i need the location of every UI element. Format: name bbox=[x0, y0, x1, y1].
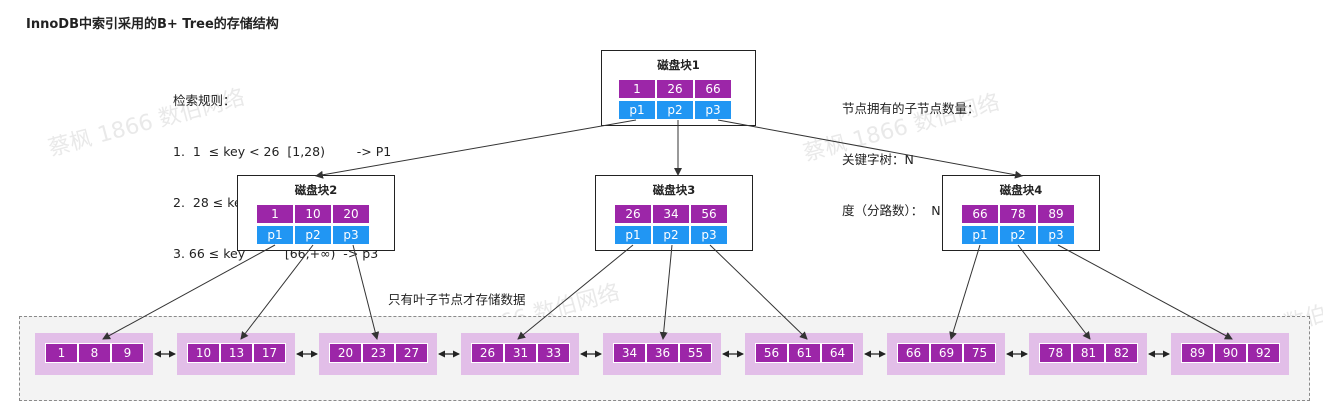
leaf-key-cell: 10 bbox=[187, 343, 220, 363]
leaf-key-cell: 82 bbox=[1105, 343, 1138, 363]
leaf-key-cell: 89 bbox=[1181, 343, 1214, 363]
pointer-cell: p3 bbox=[694, 100, 732, 120]
disk-block-root: 磁盘块1 1 26 66 p1 p2 p3 bbox=[601, 50, 756, 126]
diagram-title: InnoDB中索引采用的B+ Tree的存储结构 bbox=[26, 17, 279, 32]
disk-block-4: 磁盘块4 66 78 89 p1 p2 p3 bbox=[942, 175, 1100, 251]
leaf-key-cell: 61 bbox=[788, 343, 821, 363]
pointer-cell: p1 bbox=[256, 225, 294, 245]
leaf-key-row: 56 61 64 bbox=[755, 343, 854, 363]
pointer-row: p1 p2 p3 bbox=[614, 225, 728, 245]
leaf-key-cell: 23 bbox=[362, 343, 395, 363]
disk-block-label: 磁盘块3 bbox=[652, 183, 696, 197]
leaf-key-cell: 9 bbox=[111, 343, 144, 363]
leaf-key-cell: 92 bbox=[1247, 343, 1280, 363]
leaf-key-cell: 31 bbox=[504, 343, 537, 363]
key-row: 1 10 20 bbox=[256, 204, 370, 224]
disk-block-3: 磁盘块3 26 34 56 p1 p2 p3 bbox=[595, 175, 753, 251]
leaf-key-cell: 1 bbox=[45, 343, 78, 363]
leaf-block: 34 36 55 bbox=[603, 333, 721, 375]
leaf-key-cell: 34 bbox=[613, 343, 646, 363]
leaf-key-row: 34 36 55 bbox=[613, 343, 712, 363]
pointer-cell: p1 bbox=[961, 225, 999, 245]
leaf-key-cell: 36 bbox=[646, 343, 679, 363]
leaf-key-cell: 55 bbox=[679, 343, 712, 363]
leaf-key-cell: 66 bbox=[897, 343, 930, 363]
leaf-block: 89 90 92 bbox=[1171, 333, 1289, 375]
leaf-key-row: 66 69 75 bbox=[897, 343, 996, 363]
key-cell: 78 bbox=[999, 204, 1037, 224]
node-info-degree: 度（分路数）： N bbox=[842, 203, 941, 218]
key-row: 66 78 89 bbox=[961, 204, 1075, 224]
disk-block-label: 磁盘块4 bbox=[999, 183, 1043, 197]
pointer-cell: p3 bbox=[1037, 225, 1075, 245]
pointer-cell: p3 bbox=[690, 225, 728, 245]
pointer-cell: p2 bbox=[652, 225, 690, 245]
key-row: 26 34 56 bbox=[614, 204, 728, 224]
leaf-key-cell: 81 bbox=[1072, 343, 1105, 363]
pointer-cell: p2 bbox=[999, 225, 1037, 245]
leaf-key-cell: 13 bbox=[220, 343, 253, 363]
leaf-key-row: 89 90 92 bbox=[1181, 343, 1280, 363]
disk-block-label: 磁盘块2 bbox=[294, 183, 338, 197]
leaf-key-cell: 17 bbox=[253, 343, 286, 363]
key-cell: 34 bbox=[652, 204, 690, 224]
key-cell: 10 bbox=[294, 204, 332, 224]
key-cell: 20 bbox=[332, 204, 370, 224]
leaf-key-cell: 26 bbox=[471, 343, 504, 363]
key-cell: 56 bbox=[690, 204, 728, 224]
leaf-note: 只有叶子节点才存储数据 bbox=[388, 292, 526, 307]
pointer-row: p1 p2 p3 bbox=[961, 225, 1075, 245]
key-cell: 26 bbox=[614, 204, 652, 224]
leaf-key-row: 78 81 82 bbox=[1039, 343, 1138, 363]
leaf-key-row: 10 13 17 bbox=[187, 343, 286, 363]
pointer-cell: p2 bbox=[656, 100, 694, 120]
pointer-row: p1 p2 p3 bbox=[618, 100, 732, 120]
leaf-key-cell: 27 bbox=[395, 343, 428, 363]
node-info-keys: 关键字树：N bbox=[842, 152, 914, 167]
pointer-cell: p3 bbox=[332, 225, 370, 245]
leaf-block: 56 61 64 bbox=[745, 333, 863, 375]
disk-block-label: 磁盘块1 bbox=[657, 58, 700, 72]
leaf-key-cell: 56 bbox=[755, 343, 788, 363]
leaf-block: 26 31 33 bbox=[461, 333, 579, 375]
key-cell: 66 bbox=[961, 204, 999, 224]
leaf-key-row: 26 31 33 bbox=[471, 343, 570, 363]
pointer-cell: p1 bbox=[618, 100, 656, 120]
pointer-cell: p2 bbox=[294, 225, 332, 245]
leaf-key-cell: 75 bbox=[963, 343, 996, 363]
search-rule-1: 1. 1 ≤ key < 26 [1,28) -> P1 bbox=[173, 144, 392, 159]
leaf-key-cell: 8 bbox=[78, 343, 111, 363]
key-row: 1 26 66 bbox=[618, 79, 732, 99]
disk-block-2: 磁盘块2 1 10 20 p1 p2 p3 bbox=[237, 175, 395, 251]
key-cell: 26 bbox=[656, 79, 694, 99]
leaf-key-row: 1 8 9 bbox=[45, 343, 144, 363]
node-info-heading: 节点拥有的子节点数量： bbox=[842, 101, 980, 116]
leaf-key-row: 20 23 27 bbox=[329, 343, 428, 363]
key-cell: 66 bbox=[694, 79, 732, 99]
key-cell: 1 bbox=[618, 79, 656, 99]
leaf-block: 78 81 82 bbox=[1029, 333, 1147, 375]
pointer-cell: p1 bbox=[614, 225, 652, 245]
leaf-key-cell: 78 bbox=[1039, 343, 1072, 363]
leaf-block: 1 8 9 bbox=[35, 333, 153, 375]
key-cell: 89 bbox=[1037, 204, 1075, 224]
leaf-block: 20 23 27 bbox=[319, 333, 437, 375]
key-cell: 1 bbox=[256, 204, 294, 224]
leaf-block: 66 69 75 bbox=[887, 333, 1005, 375]
leaf-key-cell: 90 bbox=[1214, 343, 1247, 363]
leaf-key-cell: 33 bbox=[537, 343, 570, 363]
pointer-row: p1 p2 p3 bbox=[256, 225, 370, 245]
leaf-block: 10 13 17 bbox=[177, 333, 295, 375]
leaf-key-cell: 69 bbox=[930, 343, 963, 363]
search-rules-heading: 检索规则： bbox=[173, 93, 236, 108]
leaf-key-cell: 20 bbox=[329, 343, 362, 363]
leaf-key-cell: 64 bbox=[821, 343, 854, 363]
